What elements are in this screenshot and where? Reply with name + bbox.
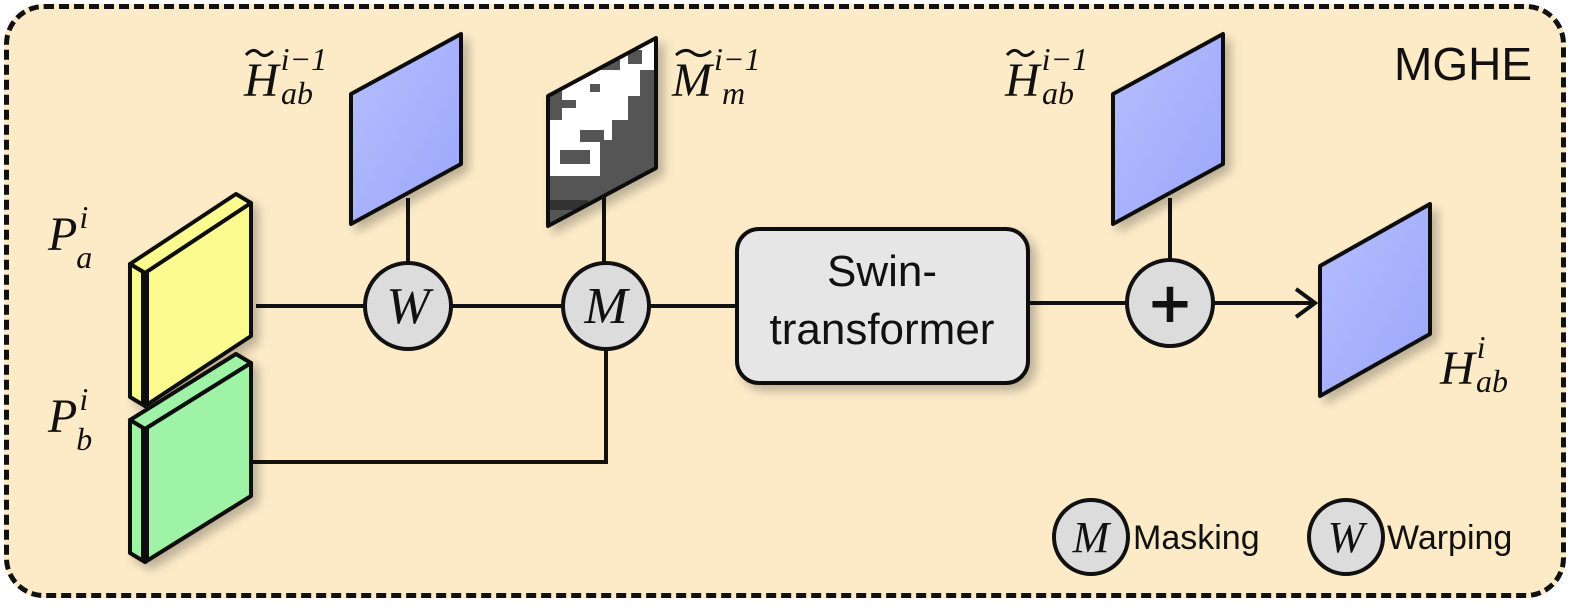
addition-operator: + bbox=[1125, 258, 1215, 348]
masking-operator: M bbox=[561, 261, 651, 351]
swin-label-line2: transformer bbox=[770, 305, 995, 354]
legend-masking-label: Masking bbox=[1133, 519, 1260, 557]
pb-feature-block bbox=[128, 352, 253, 564]
line-pb-to-mask bbox=[249, 349, 608, 464]
h-prev-feature-map-2 bbox=[1111, 32, 1225, 226]
tilde-mark bbox=[1005, 48, 1036, 58]
add-symbol: + bbox=[1147, 271, 1194, 336]
h-out-feature-map bbox=[1318, 202, 1432, 398]
pa-feature-block bbox=[128, 192, 253, 408]
mask-symbol: M bbox=[583, 278, 630, 335]
legend-warping-label: Warping bbox=[1387, 519, 1512, 557]
legend-mask-symbol: M bbox=[1072, 513, 1112, 562]
tilde-mark bbox=[675, 48, 712, 58]
swin-transformer-block: Swin- transformer bbox=[735, 227, 1030, 385]
tilde-mark bbox=[244, 48, 275, 58]
legend-warp-symbol: W bbox=[1328, 513, 1368, 562]
connection-lines bbox=[249, 196, 1319, 464]
swin-label-line1: Swin- bbox=[827, 247, 937, 296]
h-prev-feature-map-1 bbox=[349, 32, 463, 226]
arrow-head bbox=[1294, 287, 1319, 319]
module-title: MGHE bbox=[1394, 38, 1532, 90]
warping-operator: W bbox=[363, 261, 453, 351]
legend-masking: M Masking bbox=[1052, 498, 1260, 576]
legend-warping: W Warping bbox=[1307, 498, 1512, 576]
warp-symbol: W bbox=[386, 278, 434, 335]
legend: M Masking W Warping bbox=[1052, 498, 1512, 576]
